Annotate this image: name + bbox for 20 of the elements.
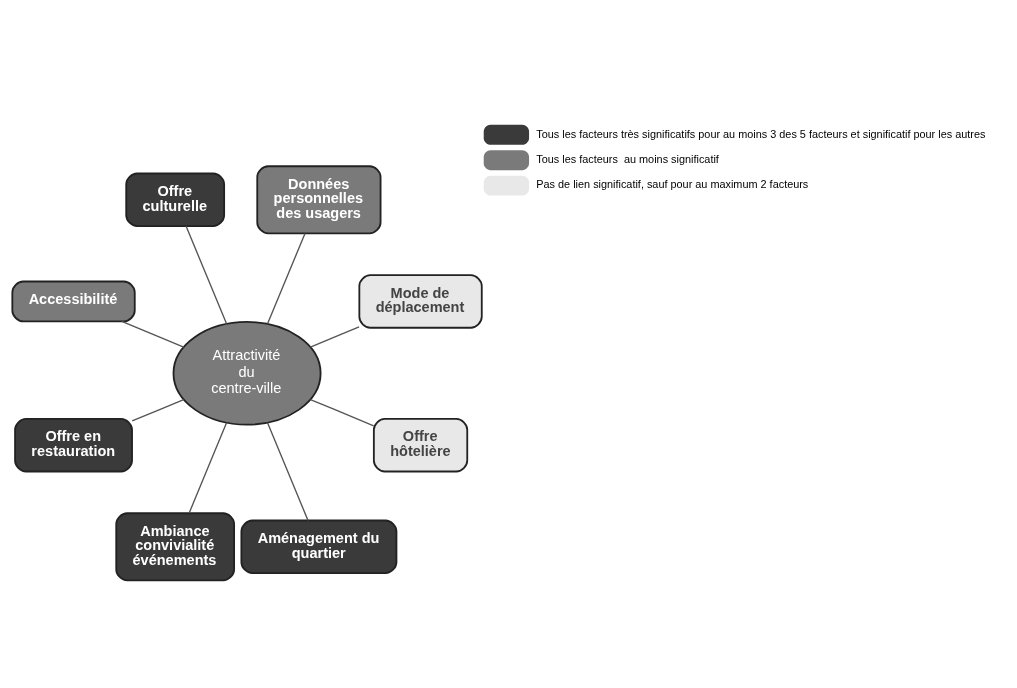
- connector: [121, 320, 185, 348]
- legend-label: Tous les facteurs très significatifs pour au moins 3 des 5 facteurs et significatif pour les autres: [536, 127, 986, 140]
- connector: [131, 398, 185, 422]
- connector: [188, 422, 228, 514]
- connector: [266, 232, 306, 325]
- legend-label: Pas de lien significatif, sauf pour au maximum 2 facteurs: [536, 178, 809, 191]
- node-box: Ambiance convivialité événements: [115, 512, 236, 582]
- connector: [266, 422, 309, 522]
- node-box: Mode de déplacement: [358, 274, 483, 329]
- connector: [185, 225, 228, 325]
- node-ellipse: Attractivité du centre-ville: [172, 321, 322, 426]
- connector: [309, 326, 360, 348]
- node-box: Offre culturelle: [125, 172, 226, 227]
- connector: [309, 398, 375, 427]
- legend-label: Tous les facteurs au moins significatif: [536, 153, 719, 166]
- node-box: Aménagement du quartier: [240, 519, 398, 575]
- node-box: Accessibilité: [11, 280, 136, 323]
- node-box: Données personnelles des usagers: [256, 165, 382, 235]
- node-box: Offre hôtelière: [372, 418, 469, 473]
- node-box: Offre en restauration: [14, 418, 133, 473]
